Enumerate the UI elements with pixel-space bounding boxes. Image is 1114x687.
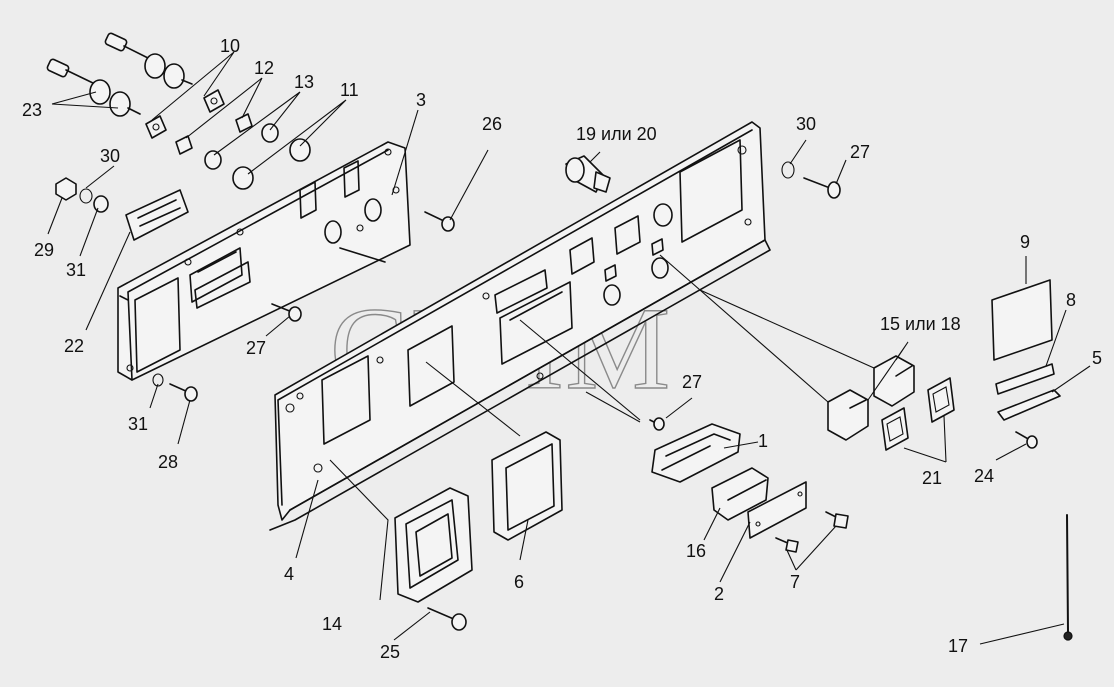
frames-21 bbox=[881, 377, 955, 451]
label-7: 7 bbox=[790, 572, 800, 592]
strip-8 bbox=[995, 363, 1055, 395]
bushings-10 bbox=[145, 89, 225, 139]
screws-7 bbox=[775, 511, 849, 553]
screw-26 bbox=[424, 211, 455, 232]
label-8: 8 bbox=[1066, 290, 1076, 310]
label-27-center: 27 bbox=[682, 372, 702, 392]
caps-11 bbox=[232, 138, 311, 190]
frame-14 bbox=[394, 487, 473, 603]
washers-12 bbox=[175, 113, 253, 155]
screw-28 bbox=[152, 373, 198, 402]
lamp-19-20 bbox=[565, 155, 611, 193]
label-11: 11 bbox=[340, 80, 359, 100]
label-5: 5 bbox=[1092, 348, 1102, 368]
label-17: 17 bbox=[948, 636, 968, 656]
label-13: 13 bbox=[294, 72, 314, 92]
screw-24 bbox=[1015, 431, 1038, 449]
label-29: 29 bbox=[34, 240, 54, 260]
label-1: 1 bbox=[758, 431, 768, 451]
label-25: 25 bbox=[380, 642, 400, 662]
screw-27-left bbox=[271, 303, 302, 322]
screw-27-right bbox=[781, 161, 841, 199]
label-14: 14 bbox=[322, 614, 342, 634]
label-6: 6 bbox=[514, 572, 524, 592]
label-26: 26 bbox=[482, 114, 502, 134]
label-31-top: 31 bbox=[66, 260, 86, 280]
label-28: 28 bbox=[158, 452, 178, 472]
housing-1 bbox=[651, 423, 741, 483]
label-4: 4 bbox=[284, 564, 294, 584]
screw-27-center bbox=[649, 417, 665, 431]
bracket-5 bbox=[997, 389, 1061, 421]
label-16: 16 bbox=[686, 541, 706, 561]
label-24: 24 bbox=[974, 466, 994, 486]
label-19-20: 19 или 20 bbox=[576, 124, 657, 144]
lens-16 bbox=[711, 467, 769, 521]
probe-17 bbox=[1063, 514, 1073, 641]
label-3: 3 bbox=[416, 90, 426, 110]
label-31-bottom: 31 bbox=[128, 414, 148, 434]
connector-22 bbox=[125, 189, 189, 241]
label-15-18: 15 или 18 bbox=[880, 314, 961, 334]
screw-25 bbox=[427, 607, 467, 631]
plate-2 bbox=[747, 481, 807, 539]
label-21: 21 bbox=[922, 468, 942, 488]
label-27-right: 27 bbox=[850, 142, 870, 162]
cover-6 bbox=[491, 431, 563, 541]
nut-29-washers bbox=[55, 177, 109, 213]
label-23: 23 bbox=[22, 100, 42, 120]
main-panel bbox=[269, 121, 771, 531]
label-27-left: 27 bbox=[246, 338, 266, 358]
label-2: 2 bbox=[714, 584, 724, 604]
bolts-23 bbox=[46, 32, 193, 117]
label-30-left: 30 bbox=[100, 146, 120, 166]
label-9: 9 bbox=[1020, 232, 1030, 252]
panel-9 bbox=[991, 279, 1053, 361]
spacers-13 bbox=[204, 123, 279, 170]
leader-lines bbox=[47, 51, 1091, 645]
callout-labels: 1 2 3 4 5 6 7 8 9 10 11 12 13 14 15 или … bbox=[22, 36, 1102, 662]
label-30-right: 30 bbox=[796, 114, 816, 134]
switches-15-18 bbox=[827, 355, 915, 441]
label-12: 12 bbox=[254, 58, 274, 78]
label-22: 22 bbox=[64, 336, 84, 356]
label-10: 10 bbox=[220, 36, 240, 56]
left-panel bbox=[117, 141, 411, 381]
